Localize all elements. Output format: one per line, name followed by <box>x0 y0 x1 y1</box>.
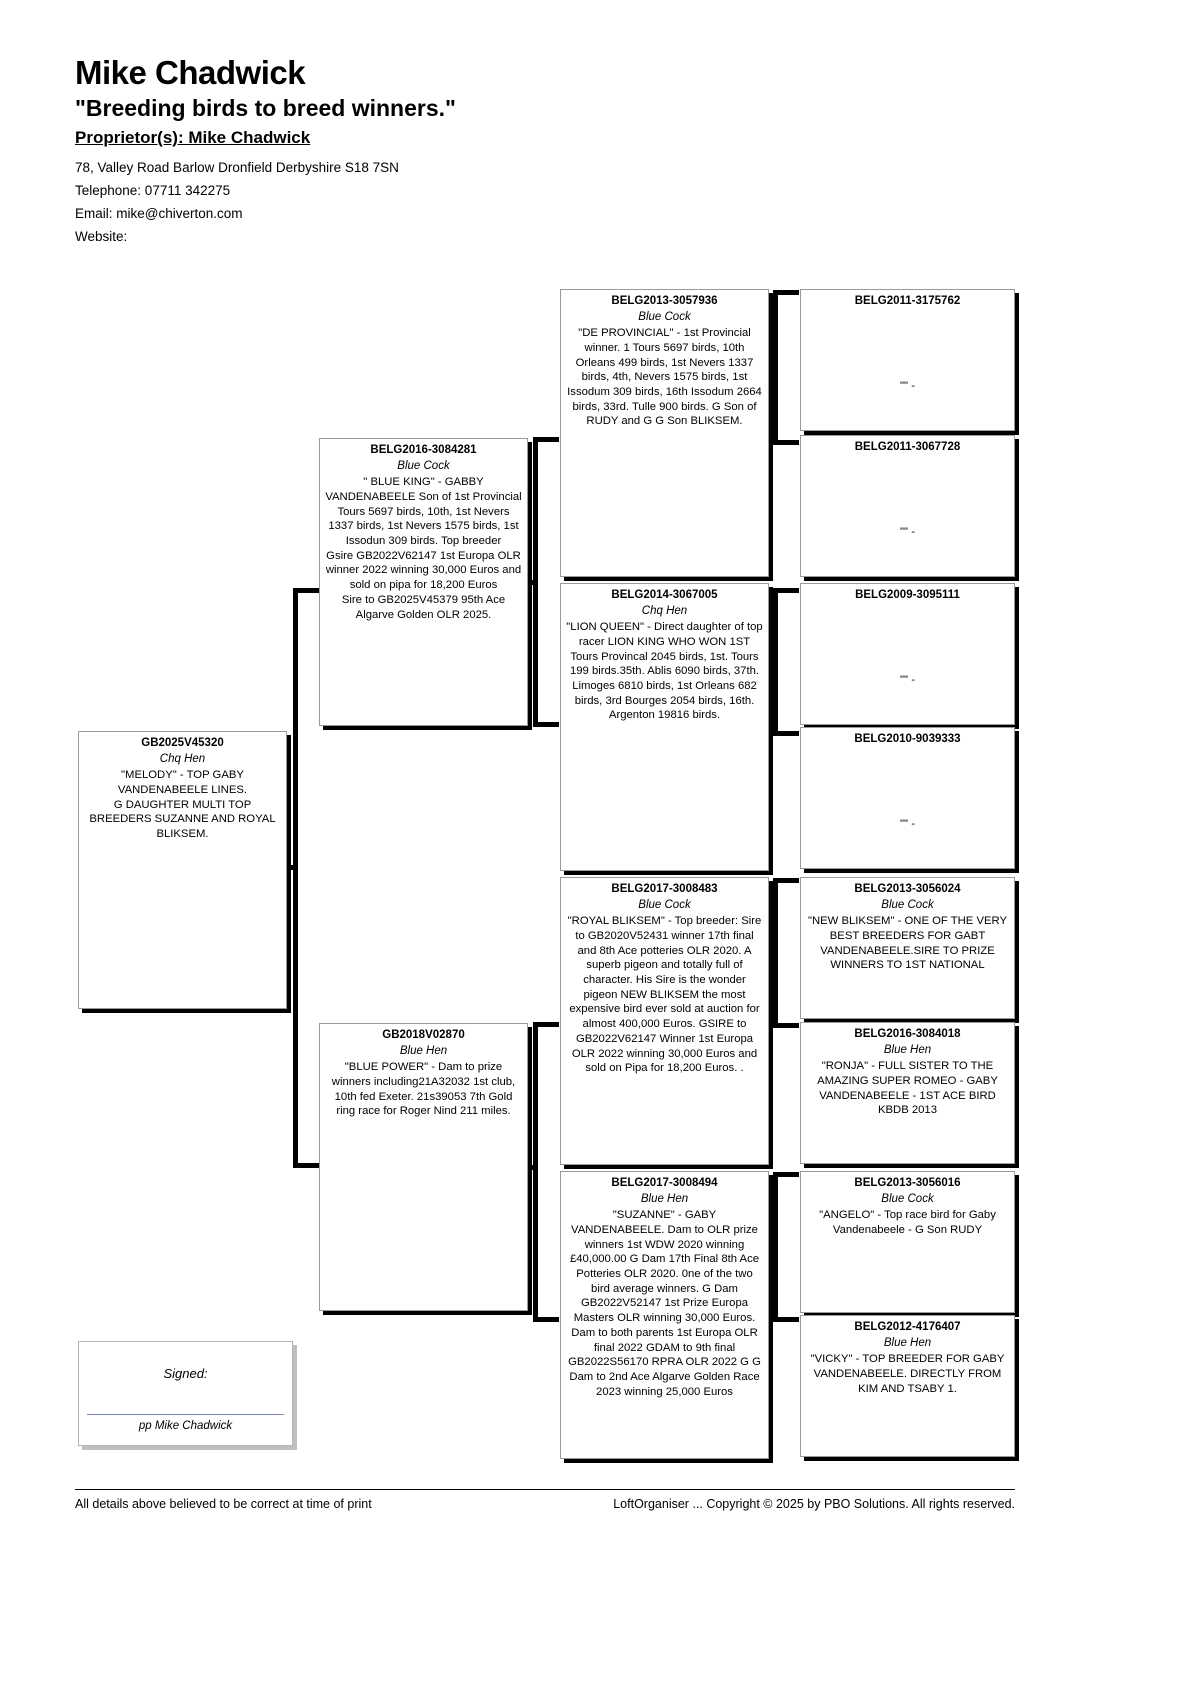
pedigree-box-gen2-4[interactable]: BELG2017-3008494 Blue Hen "SUZANNE" - GA… <box>560 1171 769 1459</box>
gen3-8-notes: "VICKY" - TOP BREEDER FOR GABY VANDENABE… <box>810 1353 1005 1395</box>
website-line: Website: <box>75 229 128 245</box>
connector-gen2b-stub <box>768 722 778 727</box>
connector-gen3-7-arm <box>773 1172 799 1177</box>
gen1-dam-ring-number: GB2018V02870 <box>382 1029 465 1041</box>
signed-by-name: pp Mike Chadwick <box>138 1420 233 1432</box>
gen3-2-ring-number: BELG2011-3067728 <box>854 441 961 453</box>
connector-gen1-dam-arm <box>293 1163 319 1168</box>
gen3-5-notes: "NEW BLIKSEM" - ONE OF THE VERY BEST BRE… <box>807 915 1008 972</box>
gen3-5-ring-number: BELG2013-3056024 <box>854 883 961 895</box>
gen3-5-sex: Blue Cock <box>881 898 934 911</box>
gen2-1-ring-number: BELG2013-3057936 <box>611 295 718 307</box>
gen3-3-ring-number: BELG2009-3095111 <box>855 589 960 601</box>
page-footer: All details above believed to be correct… <box>75 1497 1015 1511</box>
gen2-4-ring-number: BELG2017-3008494 <box>611 1177 718 1189</box>
connector-gen3-1-arm <box>773 290 799 295</box>
pedigree-box-gen3-1[interactable]: BELG2011-3175762 "" - <box>800 289 1015 431</box>
gen3-6-notes: "RONJA" - FULL SISTER TO THE AMAZING SUP… <box>817 1060 998 1117</box>
gen2-4-sex: Blue Hen <box>640 1192 689 1205</box>
gen2-4-notes: "SUZANNE" - GABY VANDENABEELE. Dam to OL… <box>568 1209 761 1398</box>
pedigree-box-gen3-2[interactable]: BELG2011-3067728 "" - <box>800 435 1015 577</box>
gen3-6-ring-number: BELG2016-3084018 <box>854 1028 961 1040</box>
gen1-dam-notes: "BLUE POWER" - Dam to prize winners incl… <box>331 1061 516 1118</box>
subject-notes: "MELODY" - TOP GABY VANDENABEELE LINES. … <box>89 769 276 841</box>
pedigree-box-gen3-8[interactable]: BELG2012-4176407 Blue Hen "VICKY" - TOP … <box>800 1315 1015 1457</box>
gen1-sire-notes: " BLUE KING" - GABBY VANDENABEELE Son of… <box>325 476 522 621</box>
signed-label: Signed: <box>163 1366 208 1381</box>
loft-header: Mike Chadwick "Breeding birds to breed w… <box>75 54 695 249</box>
footer-disclaimer: All details above believed to be correct… <box>75 1497 372 1511</box>
pedigree-box-gen1-sire[interactable]: BELG2016-3084281 Blue Cock " BLUE KING" … <box>319 438 528 726</box>
connector-gen1dam-vertical <box>533 1022 538 1322</box>
connector-subject-vertical <box>293 588 298 1168</box>
gen3-8-sex: Blue Hen <box>883 1336 932 1349</box>
gen3-4-ring-number: BELG2010-9039333 <box>854 733 961 745</box>
connector-gen2b-vertical <box>773 588 778 736</box>
pedigree-box-gen2-3[interactable]: BELG2017-3008483 Blue Cock "ROYAL BLIKSE… <box>560 877 769 1165</box>
connector-gen3-4-arm <box>773 731 799 736</box>
gen2-2-ring-number: BELG2014-3067005 <box>611 589 718 601</box>
connector-gen1dam-stub <box>528 1165 538 1170</box>
connector-gen2d-arm <box>533 1317 559 1322</box>
gen3-2-notes: "" - <box>900 525 915 538</box>
connector-gen1sire-stub <box>528 580 538 585</box>
connector-gen2b-arm <box>533 722 559 727</box>
gen2-1-sex: Blue Cock <box>638 310 691 323</box>
connector-gen3-8-arm <box>773 1317 799 1322</box>
footer-copyright: LoftOrganiser ... Copyright © 2025 by PB… <box>613 1497 1015 1511</box>
subject-sex: Chq Hen <box>159 752 206 765</box>
subject-ring-number: GB2025V45320 <box>141 737 224 749</box>
connector-gen2a-stub <box>768 437 778 442</box>
gen3-7-sex: Blue Cock <box>881 1192 934 1205</box>
pedigree-box-gen1-dam[interactable]: GB2018V02870 Blue Hen "BLUE POWER" - Dam… <box>319 1023 528 1311</box>
address-line: 78, Valley Road Barlow Dronfield Derbysh… <box>75 159 399 175</box>
gen3-3-notes: "" - <box>900 673 915 686</box>
gen3-7-notes: "ANGELO" - Top race bird for Gaby Vanden… <box>819 1209 996 1237</box>
gen3-7-ring-number: BELG2013-3056016 <box>854 1177 961 1189</box>
pedigree-box-gen3-3[interactable]: BELG2009-3095111 "" - <box>800 583 1015 725</box>
pedigree-box-gen3-5[interactable]: BELG2013-3056024 Blue Cock "NEW BLIKSEM"… <box>800 877 1015 1019</box>
gen3-4-notes: "" - <box>900 817 915 830</box>
pedigree-box-gen3-6[interactable]: BELG2016-3084018 Blue Hen "RONJA" - FULL… <box>800 1022 1015 1164</box>
signature-box[interactable]: Signed: pp Mike Chadwick <box>78 1341 293 1446</box>
pedigree-box-gen3-4[interactable]: BELG2010-9039333 "" - <box>800 727 1015 869</box>
footer-divider <box>75 1489 1015 1490</box>
gen1-sire-sex: Blue Cock <box>397 459 450 472</box>
gen3-1-notes: "" - <box>900 379 915 392</box>
pedigree-box-gen2-1[interactable]: BELG2013-3057936 Blue Cock "DE PROVINCIA… <box>560 289 769 577</box>
email-line: Email: mike@chiverton.com <box>75 206 243 222</box>
gen2-3-sex: Blue Cock <box>638 898 691 911</box>
pedigree-box-gen2-2[interactable]: BELG2014-3067005 Chq Hen "LION QUEEN" - … <box>560 583 769 871</box>
pedigree-box-subject[interactable]: GB2025V45320 Chq Hen "MELODY" - TOP GABY… <box>78 731 287 1009</box>
gen3-8-ring-number: BELG2012-4176407 <box>854 1321 961 1333</box>
connector-gen2a-vertical <box>773 290 778 445</box>
gen2-2-notes: "LION QUEEN" - Direct daughter of top ra… <box>566 621 763 722</box>
connector-gen3-5-arm <box>773 878 799 883</box>
pedigree-box-gen3-7[interactable]: BELG2013-3056016 Blue Cock "ANGELO" - To… <box>800 1171 1015 1313</box>
gen2-3-ring-number: BELG2017-3008483 <box>611 883 718 895</box>
telephone-line: Telephone: 07711 342275 <box>75 182 231 198</box>
connector-gen3-6-arm <box>773 1023 799 1028</box>
connector-gen2c-arm <box>533 1022 559 1027</box>
connector-gen2a-arm <box>533 437 559 442</box>
gen3-1-ring-number: BELG2011-3175762 <box>854 295 961 307</box>
connector-gen3-3-arm <box>773 588 799 593</box>
gen3-6-sex: Blue Hen <box>883 1043 932 1056</box>
gen2-2-sex: Chq Hen <box>641 604 688 617</box>
connector-gen1-sire-arm <box>293 588 319 593</box>
gen1-dam-sex: Blue Hen <box>399 1044 448 1057</box>
loft-name: Mike Chadwick <box>75 54 306 91</box>
gen1-sire-ring-number: BELG2016-3084281 <box>370 444 477 456</box>
connector-gen3-2-arm <box>773 440 799 445</box>
connector-subject-stub <box>288 865 298 870</box>
connector-gen2c-vertical <box>773 878 778 1028</box>
connector-gen2d-vertical <box>773 1172 778 1322</box>
gen2-3-notes: "ROYAL BLIKSEM" - Top breeder: Sire to G… <box>567 915 762 1075</box>
proprietor-line: Proprietor(s): Mike Chadwick <box>75 127 311 147</box>
signature-rule <box>87 1414 284 1415</box>
gen2-1-notes: "DE PROVINCIAL" - 1st Provincial winner.… <box>567 327 762 428</box>
loft-motto: "Breeding birds to breed winners." <box>75 95 456 122</box>
